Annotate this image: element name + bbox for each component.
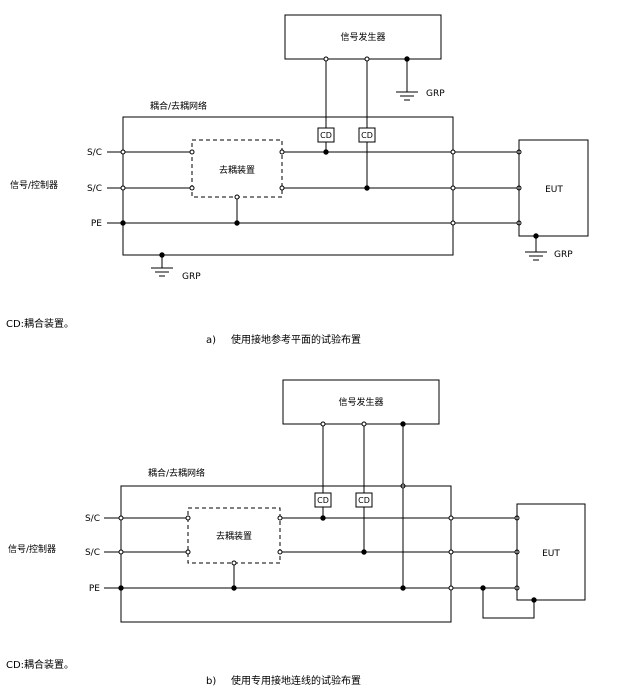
network-title: 耦合/去耦网络 — [150, 100, 207, 112]
side-label: 信号/控制器 — [8, 543, 56, 555]
diagram-b: 信号发生器 耦合/去耦网络 CD CD 去耦装置 — [6, 379, 586, 687]
network-box — [122, 116, 454, 256]
network-box — [120, 485, 452, 623]
ground-icon — [151, 267, 173, 277]
side-label: 信号/控制器 — [10, 179, 58, 191]
sc2-label: S/C — [85, 548, 100, 558]
grp-bottom-label: GRP — [182, 272, 201, 282]
caption-b: 使用专用接地连线的试验布置 — [231, 674, 361, 687]
signal-generator-box — [282, 379, 440, 425]
eut-label: EUT — [545, 185, 563, 195]
sc1-label: S/C — [87, 148, 102, 158]
pe-label: PE — [89, 584, 100, 594]
cd-label-1: CD — [320, 131, 332, 140]
eut-box — [518, 139, 589, 237]
pe-label: PE — [91, 219, 102, 229]
caption-letter-a: a) — [206, 335, 216, 346]
sc2-label: S/C — [87, 184, 102, 194]
ground-icon — [396, 91, 418, 101]
signal-generator-label: 信号发生器 — [338, 396, 383, 408]
note-a: CD:耦合装置。 — [6, 317, 74, 330]
caption-letter-b: b) — [206, 676, 216, 687]
eut-box — [516, 503, 586, 601]
sc1-label: S/C — [85, 514, 100, 524]
grp-eut-label: GRP — [554, 250, 573, 260]
eut-label: EUT — [542, 549, 560, 559]
network-title: 耦合/去耦网络 — [148, 467, 205, 479]
signal-generator-box — [284, 14, 442, 60]
cd-label-1: CD — [317, 496, 329, 505]
note-b: CD:耦合装置。 — [6, 658, 74, 671]
signal-generator-label: 信号发生器 — [340, 31, 385, 43]
cd-label-2: CD — [361, 131, 373, 140]
diagram-a: 信号发生器 GRP 耦合/去耦网络 CD CD — [6, 14, 589, 346]
cd-label-2: CD — [358, 496, 370, 505]
decoupler-label: 去耦装置 — [219, 164, 255, 176]
ground-icon — [525, 251, 547, 261]
decoupler-label: 去耦装置 — [216, 530, 252, 542]
grp-top-label: GRP — [426, 89, 445, 99]
caption-a: 使用接地参考平面的试验布置 — [231, 333, 361, 346]
